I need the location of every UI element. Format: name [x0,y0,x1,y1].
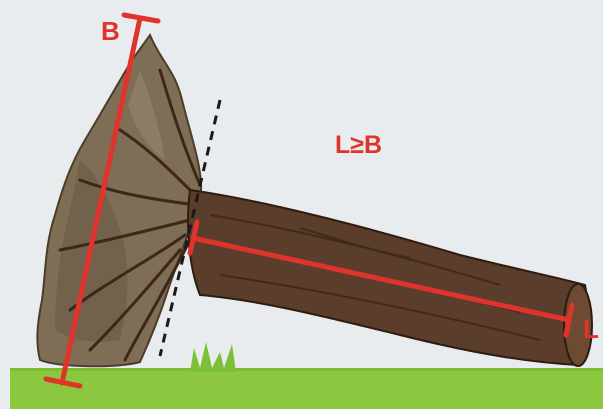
ground-grass [10,368,603,409]
formula-label: L≥B [335,133,382,158]
grass-tuft [190,342,236,372]
trunk [188,190,587,365]
label-l: L [583,316,599,342]
label-b: B [101,18,120,44]
ground-edge [10,368,603,371]
